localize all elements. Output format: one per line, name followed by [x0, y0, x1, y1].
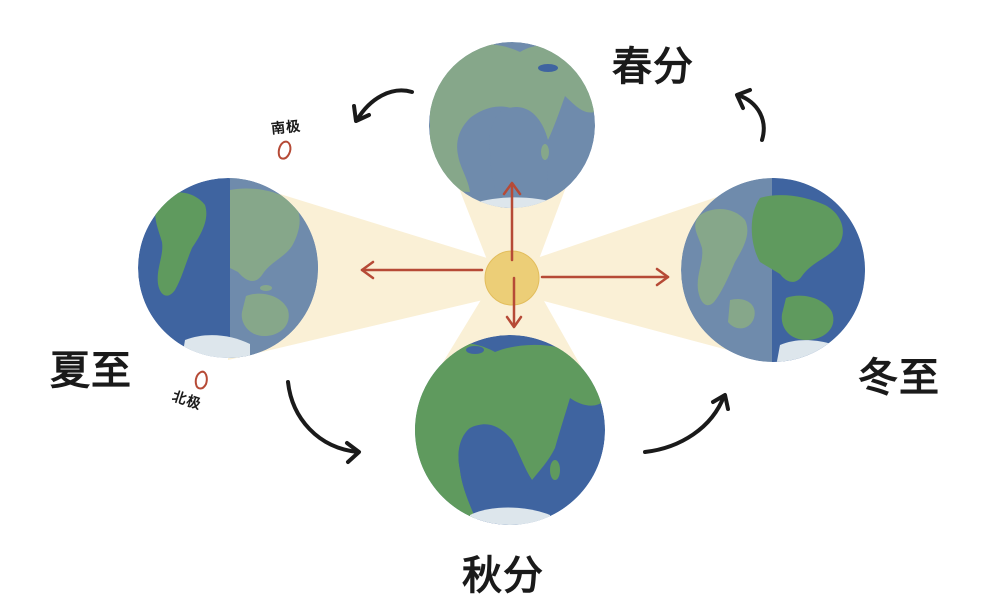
orbit-arrow-summer-to-autumn — [286, 380, 361, 464]
label-summer-solstice: 夏至 — [50, 348, 132, 394]
earth-spring-icon — [429, 42, 595, 208]
arrow-to-autumn — [505, 276, 523, 329]
label-south-pole: 南极 — [270, 118, 302, 138]
orbit-arrow-spring-to-summer — [352, 88, 414, 123]
south-pole-marker-icon — [277, 140, 292, 160]
orbit-arrows — [286, 88, 766, 464]
orbit-arrow-winter-to-spring — [735, 88, 766, 142]
orbit-arrow-autumn-to-winter — [643, 393, 730, 454]
arrow-to-spring — [502, 181, 522, 262]
sun-direction-arrows — [360, 181, 670, 329]
earth-autumn-icon — [415, 335, 605, 525]
label-winter-solstice: 冬至 — [858, 355, 940, 401]
north-pole-marker-icon — [194, 370, 208, 390]
label-autumn-equinox: 秋分 — [462, 553, 544, 599]
arrow-to-winter — [540, 267, 670, 287]
earth-summer-icon — [138, 178, 318, 358]
label-spring-equinox: 春分 — [612, 44, 694, 90]
arrow-to-summer — [360, 260, 484, 280]
